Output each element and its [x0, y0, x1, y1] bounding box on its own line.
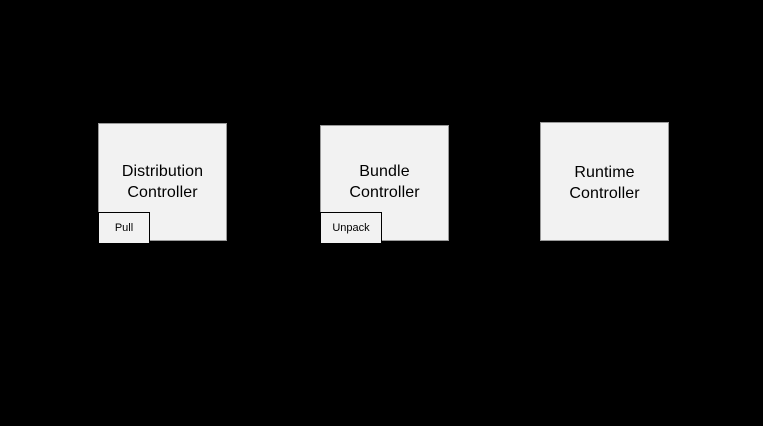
subnode-pull-label: Pull: [114, 221, 134, 234]
node-distribution-controller-title: Distribution Controller: [121, 163, 204, 201]
node-runtime-controller-title: Runtime Controller: [569, 164, 640, 202]
subnode-pull[interactable]: Pull: [98, 212, 150, 244]
node-bundle-controller-title: Bundle Controller: [349, 163, 420, 201]
node-runtime-controller[interactable]: Runtime Controller: [540, 122, 669, 241]
subnode-unpack-label: Unpack: [332, 221, 370, 234]
subnode-unpack[interactable]: Unpack: [320, 212, 382, 244]
